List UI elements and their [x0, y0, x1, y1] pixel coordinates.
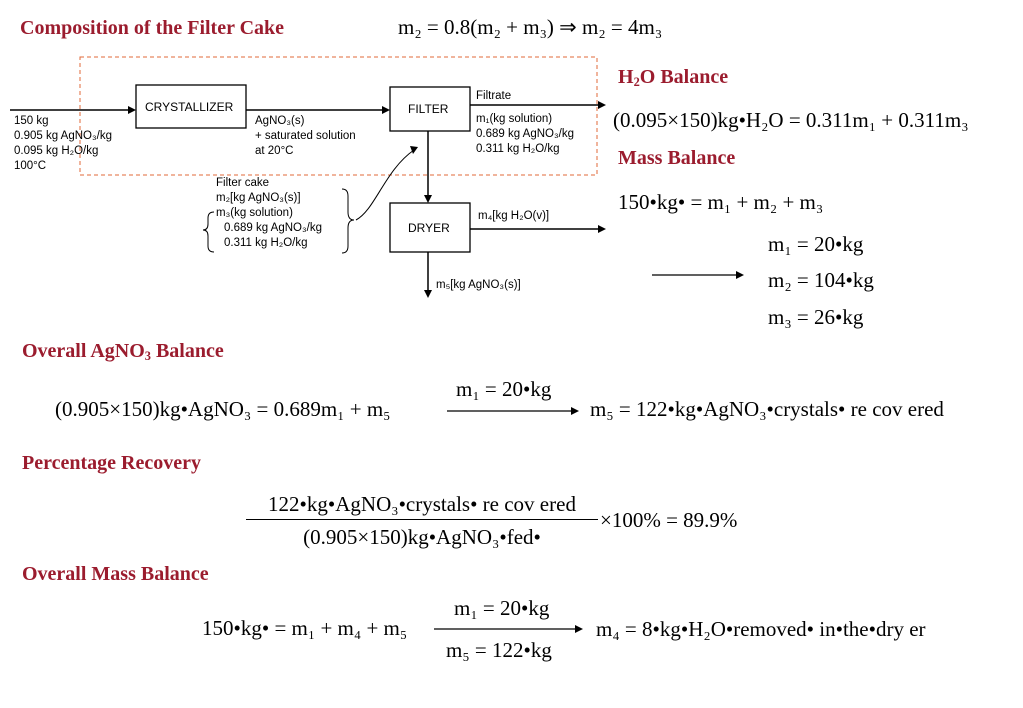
overall-arrow-bottom-label: m₅ = 122•kg [446, 638, 552, 662]
heading-h2o-balance: H2O Balance [618, 66, 729, 90]
dryer-label: DRYER [408, 221, 450, 235]
crystallizer-outlet-labels: AgNO₃(s) + saturated solution at 20°C [255, 115, 356, 157]
system-boundary [79, 56, 598, 176]
agno3-arrow [447, 407, 579, 415]
dryer-box [389, 202, 471, 253]
agno3-arrow-label: m₁ = 20•kg [456, 377, 552, 401]
filter-cake-title: Filter cake [216, 177, 270, 189]
recovery-result: ×100% = 89.9% [600, 508, 738, 532]
heading-agno3-balance: Overall AgNO3 Balance [22, 340, 224, 364]
crystallizer-label: CRYSTALLIZER [145, 100, 234, 114]
equation-mass-balance: 150•kg• = m₁ + m₂ + m₃ [618, 190, 824, 214]
overall-arrow [434, 625, 583, 633]
equation-agno3-right: m₅ = 122•kg•AgNO₃•crystals• re cov ered [590, 397, 944, 421]
process-flow-diagram [10, 56, 606, 298]
feed-labels: 150 kg 0.905 kg AgNO₃/kg 0.095 kg H₂O/kg… [14, 115, 113, 172]
equation-overall-left: 150•kg• = m₁ + m₄ + m₅ [202, 616, 408, 640]
filter-cake-brace [341, 188, 355, 254]
equation-h2o-balance: (0.095×150)kg•H₂O = 0.311m₁ + 0.311m₃ [613, 108, 969, 132]
equation-agno3-left: (0.905×150)kg•AgNO₃ = 0.689m₁ + m₅ [55, 397, 391, 421]
crystals-label: m₅[kg AgNO₃(s)] [436, 279, 521, 291]
result-m1: m₁ = 20•kg [768, 232, 864, 256]
equation-composition: m₂ = 0.8(m₂ + m₃) ⇒ m₂ = 4m₃ [398, 15, 663, 39]
overall-arrow-top-label: m₁ = 20•kg [454, 596, 550, 620]
filter-label: FILTER [408, 102, 449, 116]
heading-mass-balance: Mass Balance [618, 147, 736, 169]
solution-brace [202, 211, 215, 253]
result-m3: m₃ = 26•kg [768, 305, 864, 329]
filter-cake-agno3: 0.689 kg AgNO₃/kg [224, 222, 323, 234]
solve-arrow [652, 271, 744, 279]
filter-cake-h2o: 0.311 kg H₂O/kg [224, 237, 308, 249]
crystallizer-box [135, 84, 247, 129]
filter-box [389, 86, 471, 132]
equation-overall-right: m₄ = 8•kg•H₂O•removed• in•the•dry er [596, 617, 926, 641]
filter-cake-solution: m₃(kg solution) [216, 207, 293, 219]
result-m2: m₂ = 104•kg [768, 268, 874, 292]
heading-overall-mass-balance: Overall Mass Balance [22, 563, 209, 585]
recovery-numerator: 122•kg•AgNO₃•crystals• re cov ered [268, 492, 576, 516]
vapor-label: m₄[kg H₂O(v)] [478, 210, 550, 222]
recovery-denominator: (0.905×150)kg•AgNO₃•fed• [303, 525, 541, 549]
heading-percentage-recovery: Percentage Recovery [22, 452, 201, 474]
fraction-bar [246, 519, 598, 520]
filtrate-title: Filtrate [476, 90, 512, 102]
cake-pointer-arrow [355, 149, 415, 221]
heading-composition: Composition of the Filter Cake [20, 17, 285, 39]
filtrate-labels: m₁(kg solution) 0.689 kg AgNO₃/kg 0.311 … [476, 113, 575, 155]
filter-cake-solid: m₂[kg AgNO₃(s)] [216, 192, 301, 204]
